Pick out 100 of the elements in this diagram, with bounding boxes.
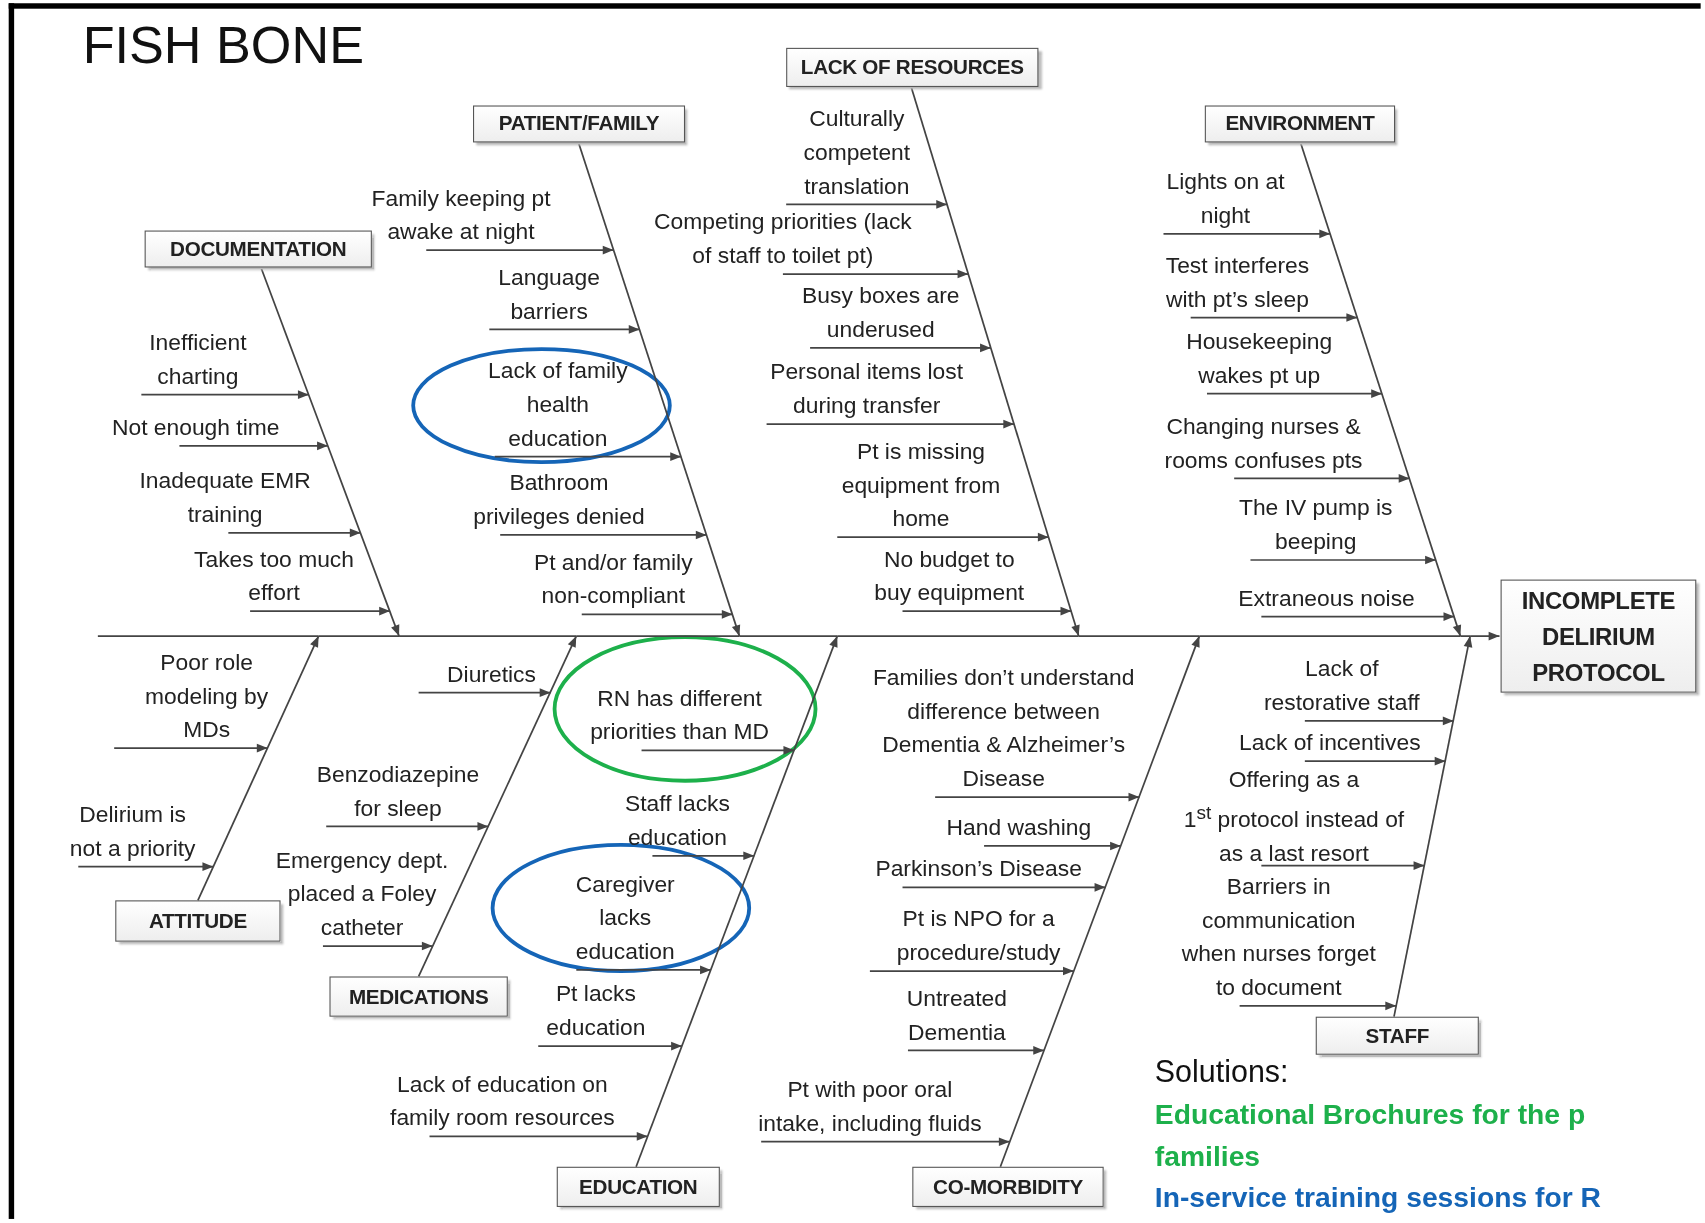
cause-text: Personal items lost during transfer bbox=[770, 354, 964, 422]
cause-text: The IV pump is beeping bbox=[1238, 490, 1393, 558]
cause-arrow bbox=[227, 528, 362, 538]
spine-line bbox=[97, 635, 320, 637]
cause-arrow bbox=[785, 200, 948, 209]
cause-arrow bbox=[1260, 861, 1426, 870]
cause-text: Takes too much effort bbox=[194, 541, 354, 609]
cause-text: RN has different priorities than MD bbox=[590, 680, 770, 749]
spine-line bbox=[1198, 635, 1462, 637]
cause-text: Family keeping pt awake at night bbox=[371, 180, 551, 248]
cause-arrow bbox=[77, 862, 215, 871]
cause-text: Culturally competent translation bbox=[803, 101, 911, 203]
cause-arrow bbox=[1206, 389, 1383, 398]
cause-text: Lack of education on family room resources bbox=[390, 1066, 615, 1135]
category-box: EDUCATION bbox=[556, 1166, 720, 1207]
cause-text: Not enough time bbox=[111, 409, 280, 444]
bone-arrow bbox=[197, 635, 320, 902]
cause-arrow bbox=[140, 390, 310, 400]
title: FISH BONE bbox=[82, 15, 364, 76]
cause-text: Inadequate EMR training bbox=[139, 463, 311, 531]
spine-line bbox=[1077, 635, 1201, 637]
spine-line bbox=[575, 635, 741, 637]
cause-arrow bbox=[809, 343, 992, 353]
bone-arrow bbox=[260, 266, 400, 637]
cause-text: Families don’t understand difference between Dementia & Alzheimer’s Disease bbox=[872, 660, 1135, 795]
category-box: DOCUMENTATION bbox=[144, 230, 372, 268]
cause-arrow bbox=[1304, 716, 1455, 726]
cause-text: Poor role modeling by MDs bbox=[145, 644, 269, 746]
note-text: Solutions: bbox=[1154, 1053, 1289, 1091]
cause-text: Pt with poor oral intake, including fluids bbox=[758, 1072, 982, 1140]
cause-arrow bbox=[907, 1046, 1045, 1055]
cause-text: Pt is NPO for a procedure/study bbox=[896, 901, 1061, 969]
note-text: In-service training sessions for R bbox=[1154, 1179, 1601, 1216]
category-box: ENVIRONMENT bbox=[1204, 105, 1396, 143]
cause-arrow bbox=[493, 452, 682, 462]
cause-text: Lack of family health education bbox=[488, 353, 628, 455]
cause-text: Pt is missing equipment from home bbox=[841, 433, 1001, 535]
cause-arrow bbox=[1260, 612, 1456, 621]
cause-text: Pt lacks education bbox=[546, 976, 646, 1044]
cause-arrow bbox=[1162, 229, 1332, 239]
category-box: CO-MORBIDITY bbox=[912, 1166, 1104, 1207]
bone-arrow bbox=[635, 635, 839, 1168]
cause-arrow bbox=[428, 1131, 649, 1141]
spine-line bbox=[836, 635, 1080, 637]
cause-arrow bbox=[1189, 313, 1359, 322]
cause-text: Extraneous noise bbox=[1238, 580, 1415, 615]
cause-arrow bbox=[760, 1137, 1011, 1147]
cause-text: Language barriers bbox=[498, 259, 600, 328]
cause-arrow bbox=[580, 610, 734, 619]
cause-text: Parkinson’s Disease bbox=[875, 851, 1082, 886]
cause-text: Lack of incentives bbox=[1239, 725, 1421, 759]
cause-arrow bbox=[1233, 474, 1411, 483]
category-box: PATIENT/FAMILY bbox=[473, 105, 686, 143]
cause-text: Busy boxes are underused bbox=[802, 278, 960, 346]
bone-arrow bbox=[910, 86, 1080, 637]
spine-line bbox=[317, 635, 400, 637]
cause-arrow bbox=[178, 441, 329, 451]
cause-arrow bbox=[651, 851, 756, 861]
cause-arrow bbox=[425, 245, 615, 255]
cause-arrow bbox=[782, 269, 970, 279]
cause-arrow bbox=[1304, 756, 1447, 766]
cause-arrow bbox=[1249, 555, 1437, 565]
cause-text: Delirium is not a priority bbox=[69, 797, 196, 865]
bone-arrow bbox=[1299, 141, 1462, 637]
effect-box: INCOMPLETE DELIRIUM PROTOCOL bbox=[1500, 579, 1697, 693]
cause-text: Caregiver lacks education bbox=[575, 866, 675, 968]
category-box: MEDICATIONS bbox=[329, 976, 508, 1017]
cause-text: Staff lacks education bbox=[624, 786, 730, 854]
bone-arrow bbox=[577, 141, 741, 637]
cause-arrow bbox=[869, 966, 1075, 976]
cause-text: No budget to buy equipment bbox=[874, 541, 1025, 609]
cause-text: Changing nurses & rooms confuses pts bbox=[1164, 408, 1363, 477]
cause-arrow bbox=[901, 606, 1073, 616]
spine-line bbox=[1469, 631, 1501, 641]
cause-text: Diuretics bbox=[447, 656, 536, 691]
cause-arrow bbox=[836, 532, 1050, 542]
cause-arrow bbox=[417, 688, 552, 697]
cause-text: Pt and/or family non-compliant bbox=[533, 544, 693, 613]
bone-arrow bbox=[417, 635, 578, 978]
cause-arrow bbox=[1238, 1001, 1398, 1011]
cause-text: Offering as a 1$^{st}$ protocol instead of as a last resort bbox=[1183, 762, 1405, 870]
category-box: LACK OF RESOURCES bbox=[786, 47, 1039, 87]
cause-arrow bbox=[488, 325, 641, 334]
cause-arrow bbox=[113, 743, 269, 753]
spine-line bbox=[1459, 635, 1471, 637]
cause-text: Untreated Dementia bbox=[906, 980, 1008, 1049]
cause-text: Lack of restorative staff bbox=[1263, 651, 1420, 719]
cause-arrow bbox=[934, 792, 1141, 802]
bone-arrow bbox=[999, 635, 1201, 1168]
cause-arrow bbox=[249, 606, 391, 616]
cause-text: Competing priorities (lack of staff to toilet pt) bbox=[654, 204, 912, 272]
cause-text: Housekeeping wakes pt up bbox=[1186, 324, 1333, 392]
category-box: STAFF bbox=[1315, 1016, 1479, 1055]
cause-arrow bbox=[575, 965, 712, 975]
cause-arrow bbox=[499, 530, 708, 540]
cause-arrow bbox=[322, 941, 434, 951]
note-text: Educational Brochures for the p families bbox=[1154, 1097, 1586, 1175]
cause-arrow bbox=[537, 1041, 683, 1051]
cause-arrow bbox=[765, 419, 1016, 429]
cause-text: Benzodiazepine for sleep bbox=[316, 756, 480, 825]
